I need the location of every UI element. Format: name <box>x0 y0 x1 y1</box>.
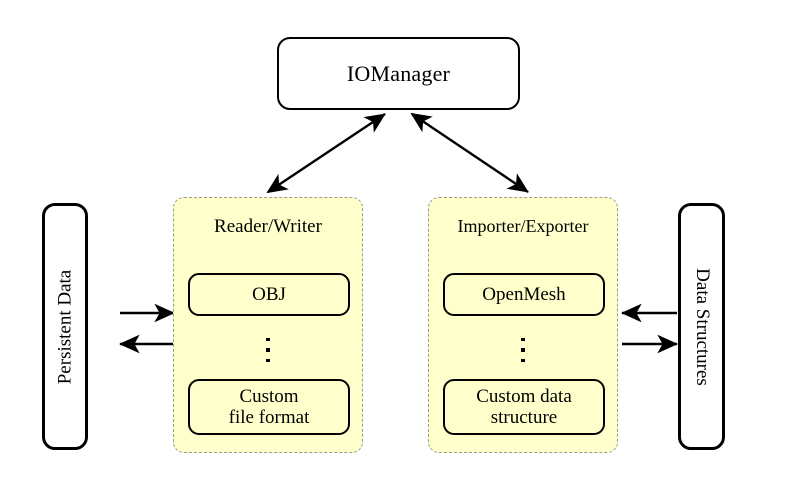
panel-reader-writer[interactable]: Reader/Writer OBJ Custom file format <box>173 197 363 453</box>
ellipsis-importer-exporter <box>429 329 617 371</box>
ellipsis-dot <box>521 337 525 342</box>
node-iomanager[interactable]: IOManager <box>277 37 520 110</box>
item-custom-data-structure[interactable]: Custom data structure <box>443 379 605 435</box>
ellipsis-dot <box>521 348 525 352</box>
item-custom-data-structure-label-line2: structure <box>490 407 558 428</box>
ellipsis-reader-writer <box>174 329 362 371</box>
node-data-structures-label: Data Structures <box>691 267 713 386</box>
panel-reader-writer-title: Reader/Writer <box>214 216 322 237</box>
item-custom-file-format[interactable]: Custom file format <box>188 379 350 435</box>
ellipsis-dot <box>266 337 270 342</box>
item-custom-file-format-label-line2: file format <box>228 407 310 428</box>
ellipsis-dot <box>521 358 525 363</box>
arrow-manager-reader-writer <box>266 113 386 194</box>
ellipsis-dot <box>266 348 270 352</box>
item-obj-label: OBJ <box>252 283 286 305</box>
item-custom-data-structure-label-line1: Custom data <box>476 385 572 407</box>
node-persistent-data-label: Persistent Data <box>54 269 76 384</box>
panel-importer-exporter-title: Importer/Exporter <box>457 216 589 236</box>
item-obj[interactable]: OBJ <box>188 273 350 316</box>
item-openmesh-label: OpenMesh <box>482 283 566 305</box>
ellipsis-dot <box>266 358 270 363</box>
item-custom-file-format-label-line1: Custom <box>239 385 299 407</box>
item-openmesh[interactable]: OpenMesh <box>443 273 605 316</box>
arrow-manager-importer-exporter <box>410 112 529 193</box>
panel-importer-exporter[interactable]: Importer/Exporter OpenMesh Custom data s… <box>428 197 618 453</box>
node-persistent-data[interactable]: Persistent Data <box>42 203 88 450</box>
node-iomanager-label: IOManager <box>346 60 451 86</box>
node-data-structures[interactable]: Data Structures <box>678 203 725 450</box>
